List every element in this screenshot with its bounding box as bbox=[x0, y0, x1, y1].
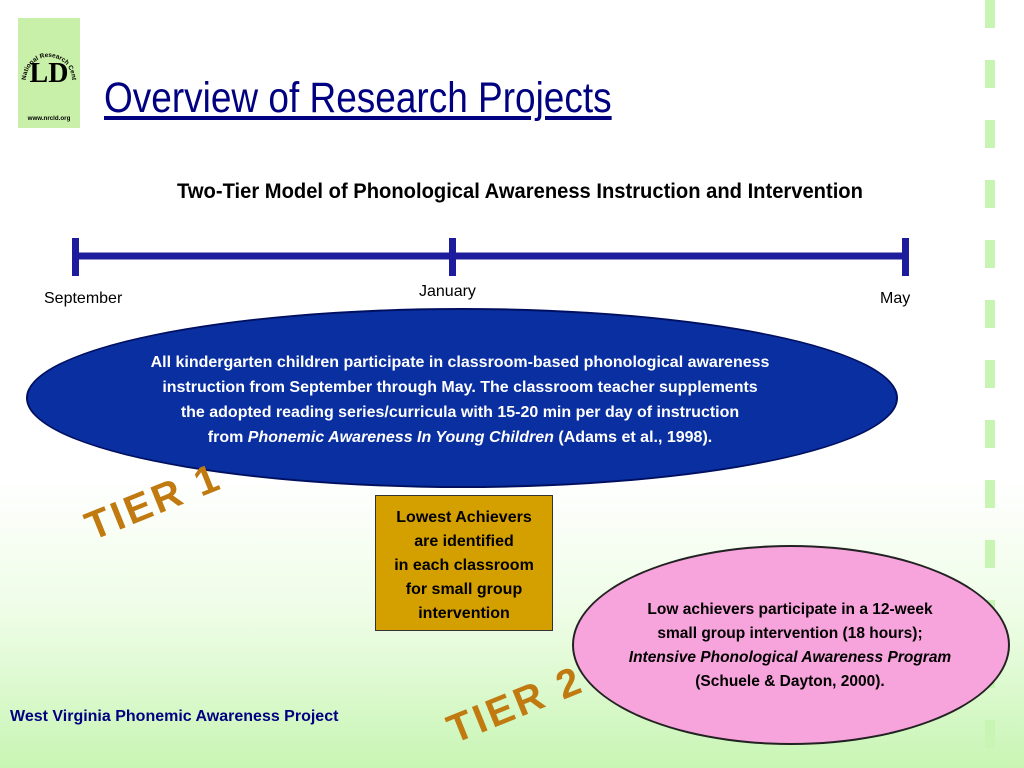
tier1-line: the adopted reading series/curricula wit… bbox=[180, 404, 740, 421]
achievers-line: intervention bbox=[418, 605, 510, 622]
page-title: Overview of Research Projects bbox=[104, 74, 612, 122]
achievers-line: Lowest Achievers bbox=[396, 509, 532, 526]
timeline-tick-end bbox=[902, 238, 909, 276]
tier2-line: (Schuele & Dayton, 2000). bbox=[695, 673, 885, 690]
tier2-program-name: Intensive Phonological Awareness Program bbox=[628, 649, 952, 666]
tier2-ellipse bbox=[572, 545, 1010, 745]
tier2-program-title: Intensive Phonological Awareness Program bbox=[572, 646, 1008, 670]
tier2-line: Low achievers participate in a 12-week bbox=[647, 601, 933, 618]
tier1-line: All kindergarten children participate in… bbox=[150, 354, 770, 371]
decorative-dashed-line bbox=[985, 0, 995, 768]
timeline-tick-middle bbox=[449, 238, 456, 276]
tier2-label: TIER 2 bbox=[441, 657, 590, 753]
tier1-book-title: Phonemic Awareness In Young Children bbox=[247, 429, 554, 446]
timeline-label-end: May bbox=[880, 290, 911, 307]
timeline-label-middle: January bbox=[419, 283, 476, 300]
diagram-subtitle: Two-Tier Model of Phonological Awareness… bbox=[177, 180, 863, 203]
timeline-label-start: September bbox=[44, 290, 123, 307]
achievers-line: are identified bbox=[414, 533, 514, 550]
tier1-ellipse bbox=[26, 308, 898, 488]
tier1-prefix: from bbox=[207, 429, 248, 446]
footer-project-name: West Virginia Phonemic Awareness Project bbox=[10, 708, 339, 725]
logo-initials: LD bbox=[30, 58, 69, 89]
nrcld-logo: National Research Center • on Learning D… bbox=[18, 18, 80, 128]
tier1-description: All kindergarten children participate in… bbox=[70, 350, 850, 450]
achievers-line: for small group bbox=[405, 581, 523, 598]
achievers-line: in each classroom bbox=[394, 557, 534, 574]
tier1-line: instruction from September through May. … bbox=[162, 379, 758, 396]
lowest-achievers-box: Lowest Achievers are identified in each … bbox=[375, 495, 553, 631]
timeline-bar bbox=[72, 238, 909, 276]
logo-url: www.nrcld.org bbox=[27, 115, 71, 122]
timeline-tick-start bbox=[72, 238, 79, 276]
tier2-description: Low achievers participate in a 12-week s… bbox=[572, 598, 1008, 694]
tier1-line-citation: from Phonemic Awareness In Young Childre… bbox=[70, 425, 850, 450]
tier1-label: TIER 1 bbox=[79, 454, 228, 550]
tier1-suffix: (Adams et al., 1998). bbox=[553, 429, 713, 446]
tier2-line: small group intervention (18 hours); bbox=[657, 625, 923, 642]
